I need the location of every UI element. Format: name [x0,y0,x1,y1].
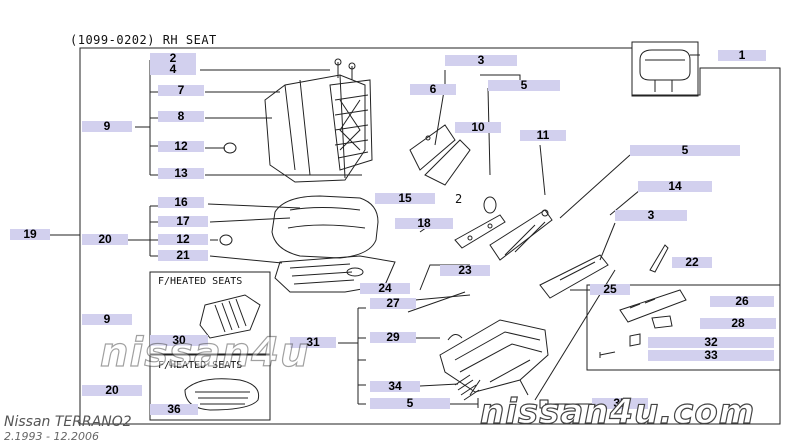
callout-17[interactable]: 17 [158,215,208,227]
heated-seat-box-2 [149,354,271,421]
callout-24[interactable]: 24 [360,282,410,294]
callout-33[interactable]: 33 [648,349,774,361]
callout-30[interactable]: 30 [150,334,208,346]
washer-12-lower [219,234,233,246]
callout-15[interactable]: 15 [375,192,435,204]
heated-seats-label-2: F/HEATED SEATS [158,360,243,371]
footer-model: Nissan TERRANO2 [4,414,132,430]
seat-slide-assembly [439,319,549,393]
callout-27[interactable]: 27 [370,297,416,309]
callout-3-top[interactable]: 3 [445,54,517,66]
callout-13[interactable]: 13 [158,167,204,179]
callout-3-right[interactable]: 3 [615,209,687,221]
heater-element-30 [199,294,261,339]
footer-model-name: TERRANO2 [54,414,132,430]
clip-29 [447,334,463,341]
callout-5-bottom[interactable]: 5 [370,397,450,409]
callout-12-lower[interactable]: 12 [158,233,208,245]
callout-21[interactable]: 21 [158,249,208,261]
callout-8[interactable]: 8 [158,110,204,122]
recliner-11 [489,209,553,261]
callout-19[interactable]: 19 [10,228,50,240]
callout-18[interactable]: 18 [395,217,453,229]
lever-plate-25 [539,254,609,299]
callout-14[interactable]: 14 [638,180,712,192]
callout-1[interactable]: 1 [718,49,766,61]
heated-seats-label-1: F/HEATED SEATS [158,276,243,287]
callout-7[interactable]: 7 [158,84,204,96]
spring-34 [454,374,480,401]
headrest-box [631,41,699,97]
callout-11[interactable]: 11 [520,129,566,141]
footer-make: Nissan [4,414,51,430]
callout-2[interactable]: 2 [150,52,196,64]
callout-20-top[interactable]: 20 [82,233,128,245]
callout-36[interactable]: 36 [150,403,198,415]
diagram-header: (1099-0202) RH SEAT [70,33,217,47]
callout-5-top[interactable]: 5 [488,79,560,91]
washer-12-upper [223,142,237,154]
slide-rail-box [586,284,781,371]
callout-20-lower[interactable]: 20 [82,384,142,396]
callout-31[interactable]: 31 [290,336,336,348]
callout-10[interactable]: 10 [455,121,501,133]
watermark-left: nissan4u [99,329,310,376]
callout-2-mid: 2 [455,192,463,206]
seat-back-frame [329,79,373,171]
rod-27 [407,291,466,313]
recliner-cover-6 [409,124,456,171]
callout-6[interactable]: 6 [410,83,456,95]
callout-16[interactable]: 16 [158,196,204,208]
heated-seat-box-1 [149,271,271,355]
recliner-cover-10 [424,139,471,186]
callout-35[interactable]: 35 [592,397,648,409]
callout-26[interactable]: 26 [710,295,774,307]
callout-29[interactable]: 29 [370,331,416,343]
callout-4[interactable]: 4 [150,63,196,75]
seat-cushion [271,195,379,259]
callout-32[interactable]: 32 [648,336,774,348]
callout-5-right[interactable]: 5 [630,144,740,156]
callout-28[interactable]: 28 [700,317,776,329]
callout-12-upper[interactable]: 12 [158,140,204,152]
callout-34[interactable]: 34 [370,380,420,392]
footer-years: 2.1993 - 12.2006 [4,430,99,443]
lever-22 [649,244,669,273]
callout-23[interactable]: 23 [440,264,490,276]
bracket-18 [454,214,506,249]
watermark-right: nissan4u.com [479,391,756,432]
headrest [639,49,691,81]
callout-25[interactable]: 25 [590,283,630,295]
bracket-28 [651,315,673,329]
callout-9-top[interactable]: 9 [82,120,132,132]
callout-22[interactable]: 22 [672,256,712,268]
seat-back-cushion [264,74,366,183]
callout-9-lower[interactable]: 9 [82,313,132,325]
slide-rail-26 [619,289,687,323]
